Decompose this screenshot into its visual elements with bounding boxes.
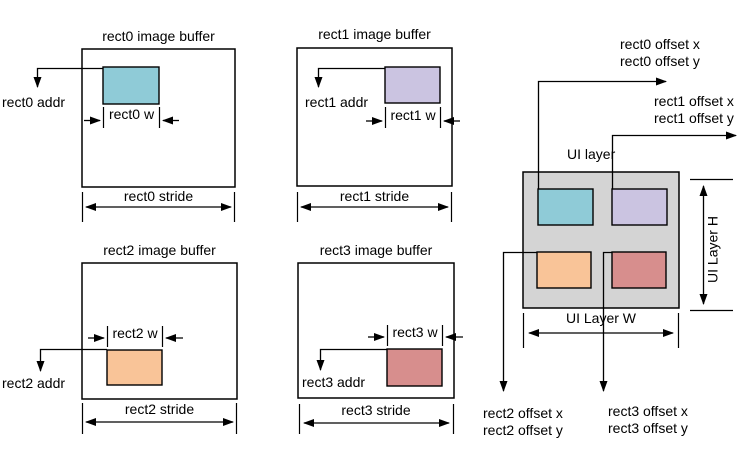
rect1-offset-x-label: rect1 offset x: [654, 93, 734, 109]
rect1-addr-label: rect1 addr: [305, 94, 369, 110]
rect3-addr-label: rect3 addr: [302, 374, 366, 390]
rect1-buffer-title: rect1 image buffer: [318, 26, 431, 42]
rect1-sample-rect: [384, 66, 441, 104]
ui-layer-rect0: [537, 188, 594, 226]
rect0-offset-label: rect0 offset x rect0 offset y: [620, 36, 700, 70]
rect1-offset-y-label: rect1 offset y: [654, 110, 734, 126]
rect2-stride-ticks: [81, 403, 238, 434]
rect2-panel: [36, 262, 238, 434]
rect1-offset-arrow: [611, 131, 737, 189]
rect2-offset-x-label: rect2 offset x: [483, 405, 563, 421]
rect2-addr-label: rect2 addr: [2, 375, 66, 391]
rect2-sample-rect: [106, 349, 163, 386]
rect2-offset-y-label: rect2 offset y: [483, 422, 563, 438]
rect2-width-label: rect2 w: [112, 325, 158, 341]
rect3-offset-x-label: rect3 offset x: [608, 403, 688, 419]
ui-layer-height-label: UI Layer H: [704, 216, 721, 283]
rect3-width-ticks: [386, 325, 444, 346]
rect0-width-label: rect0 w: [108, 106, 155, 122]
ui-layer-rect3: [611, 251, 667, 289]
rect1-offset-label: rect1 offset x rect1 offset y: [654, 93, 734, 127]
ui-layer-width-ticks: [522, 313, 680, 348]
rect2-addr-arrow: [36, 348, 107, 372]
ui-layer-rect2: [536, 251, 592, 289]
rect0-sample-rect: [102, 66, 160, 105]
rect2-buffer-title: rect2 image buffer: [103, 242, 216, 258]
rect1-stride-ticks: [296, 192, 453, 222]
ui-layer-group: [499, 77, 737, 392]
rect1-panel: [296, 47, 460, 222]
rect2-offset-arrow: [499, 251, 537, 392]
rect3-offset-y-label: rect3 offset y: [608, 420, 688, 436]
rect1-width-label: rect1 w: [390, 107, 436, 123]
rect3-offset-arrow: [599, 251, 612, 392]
rect0-width-ticks: [102, 107, 161, 128]
rect2-offset-label: rect2 offset x rect2 offset y: [483, 405, 563, 439]
rect0-addr-label: rect0 addr: [2, 94, 66, 110]
rect1-stride-label: rect1 stride: [339, 188, 410, 204]
rect3-addr-arrow: [316, 348, 387, 371]
ui-layer-label: UI layer: [567, 146, 616, 162]
rect0-stride-label: rect0 stride: [123, 188, 194, 204]
rect0-panel: [33, 48, 236, 222]
rect0-offset-x-label: rect0 offset x: [620, 36, 700, 52]
rect0-offset-y-label: rect0 offset y: [620, 53, 700, 69]
rect2-stride-label: rect2 stride: [124, 401, 195, 417]
rect0-addr-arrow: [33, 67, 103, 88]
rect0-buffer-title: rect0 image buffer: [102, 28, 215, 44]
ui-layer-width-label: UI Layer W: [565, 310, 636, 326]
rect1-addr-arrow: [314, 67, 385, 88]
rect3-stride-label: rect3 stride: [341, 402, 411, 418]
rect3-sample-rect: [386, 348, 443, 387]
rect0-stride-ticks: [81, 192, 236, 222]
rect3-panel: [297, 262, 463, 434]
rect3-stride-ticks: [298, 404, 455, 434]
rect3-width-label: rect3 w: [392, 324, 438, 340]
ui-layer-height-ticks: [690, 178, 733, 312]
rect2-width-ticks: [106, 326, 164, 347]
rect1-width-ticks: [384, 107, 442, 128]
rect3-offset-label: rect3 offset x rect3 offset y: [608, 403, 688, 437]
ui-layer-rect1: [611, 188, 668, 226]
rect0-offset-arrow: [537, 77, 667, 189]
rect3-buffer-title: rect3 image buffer: [319, 242, 433, 258]
